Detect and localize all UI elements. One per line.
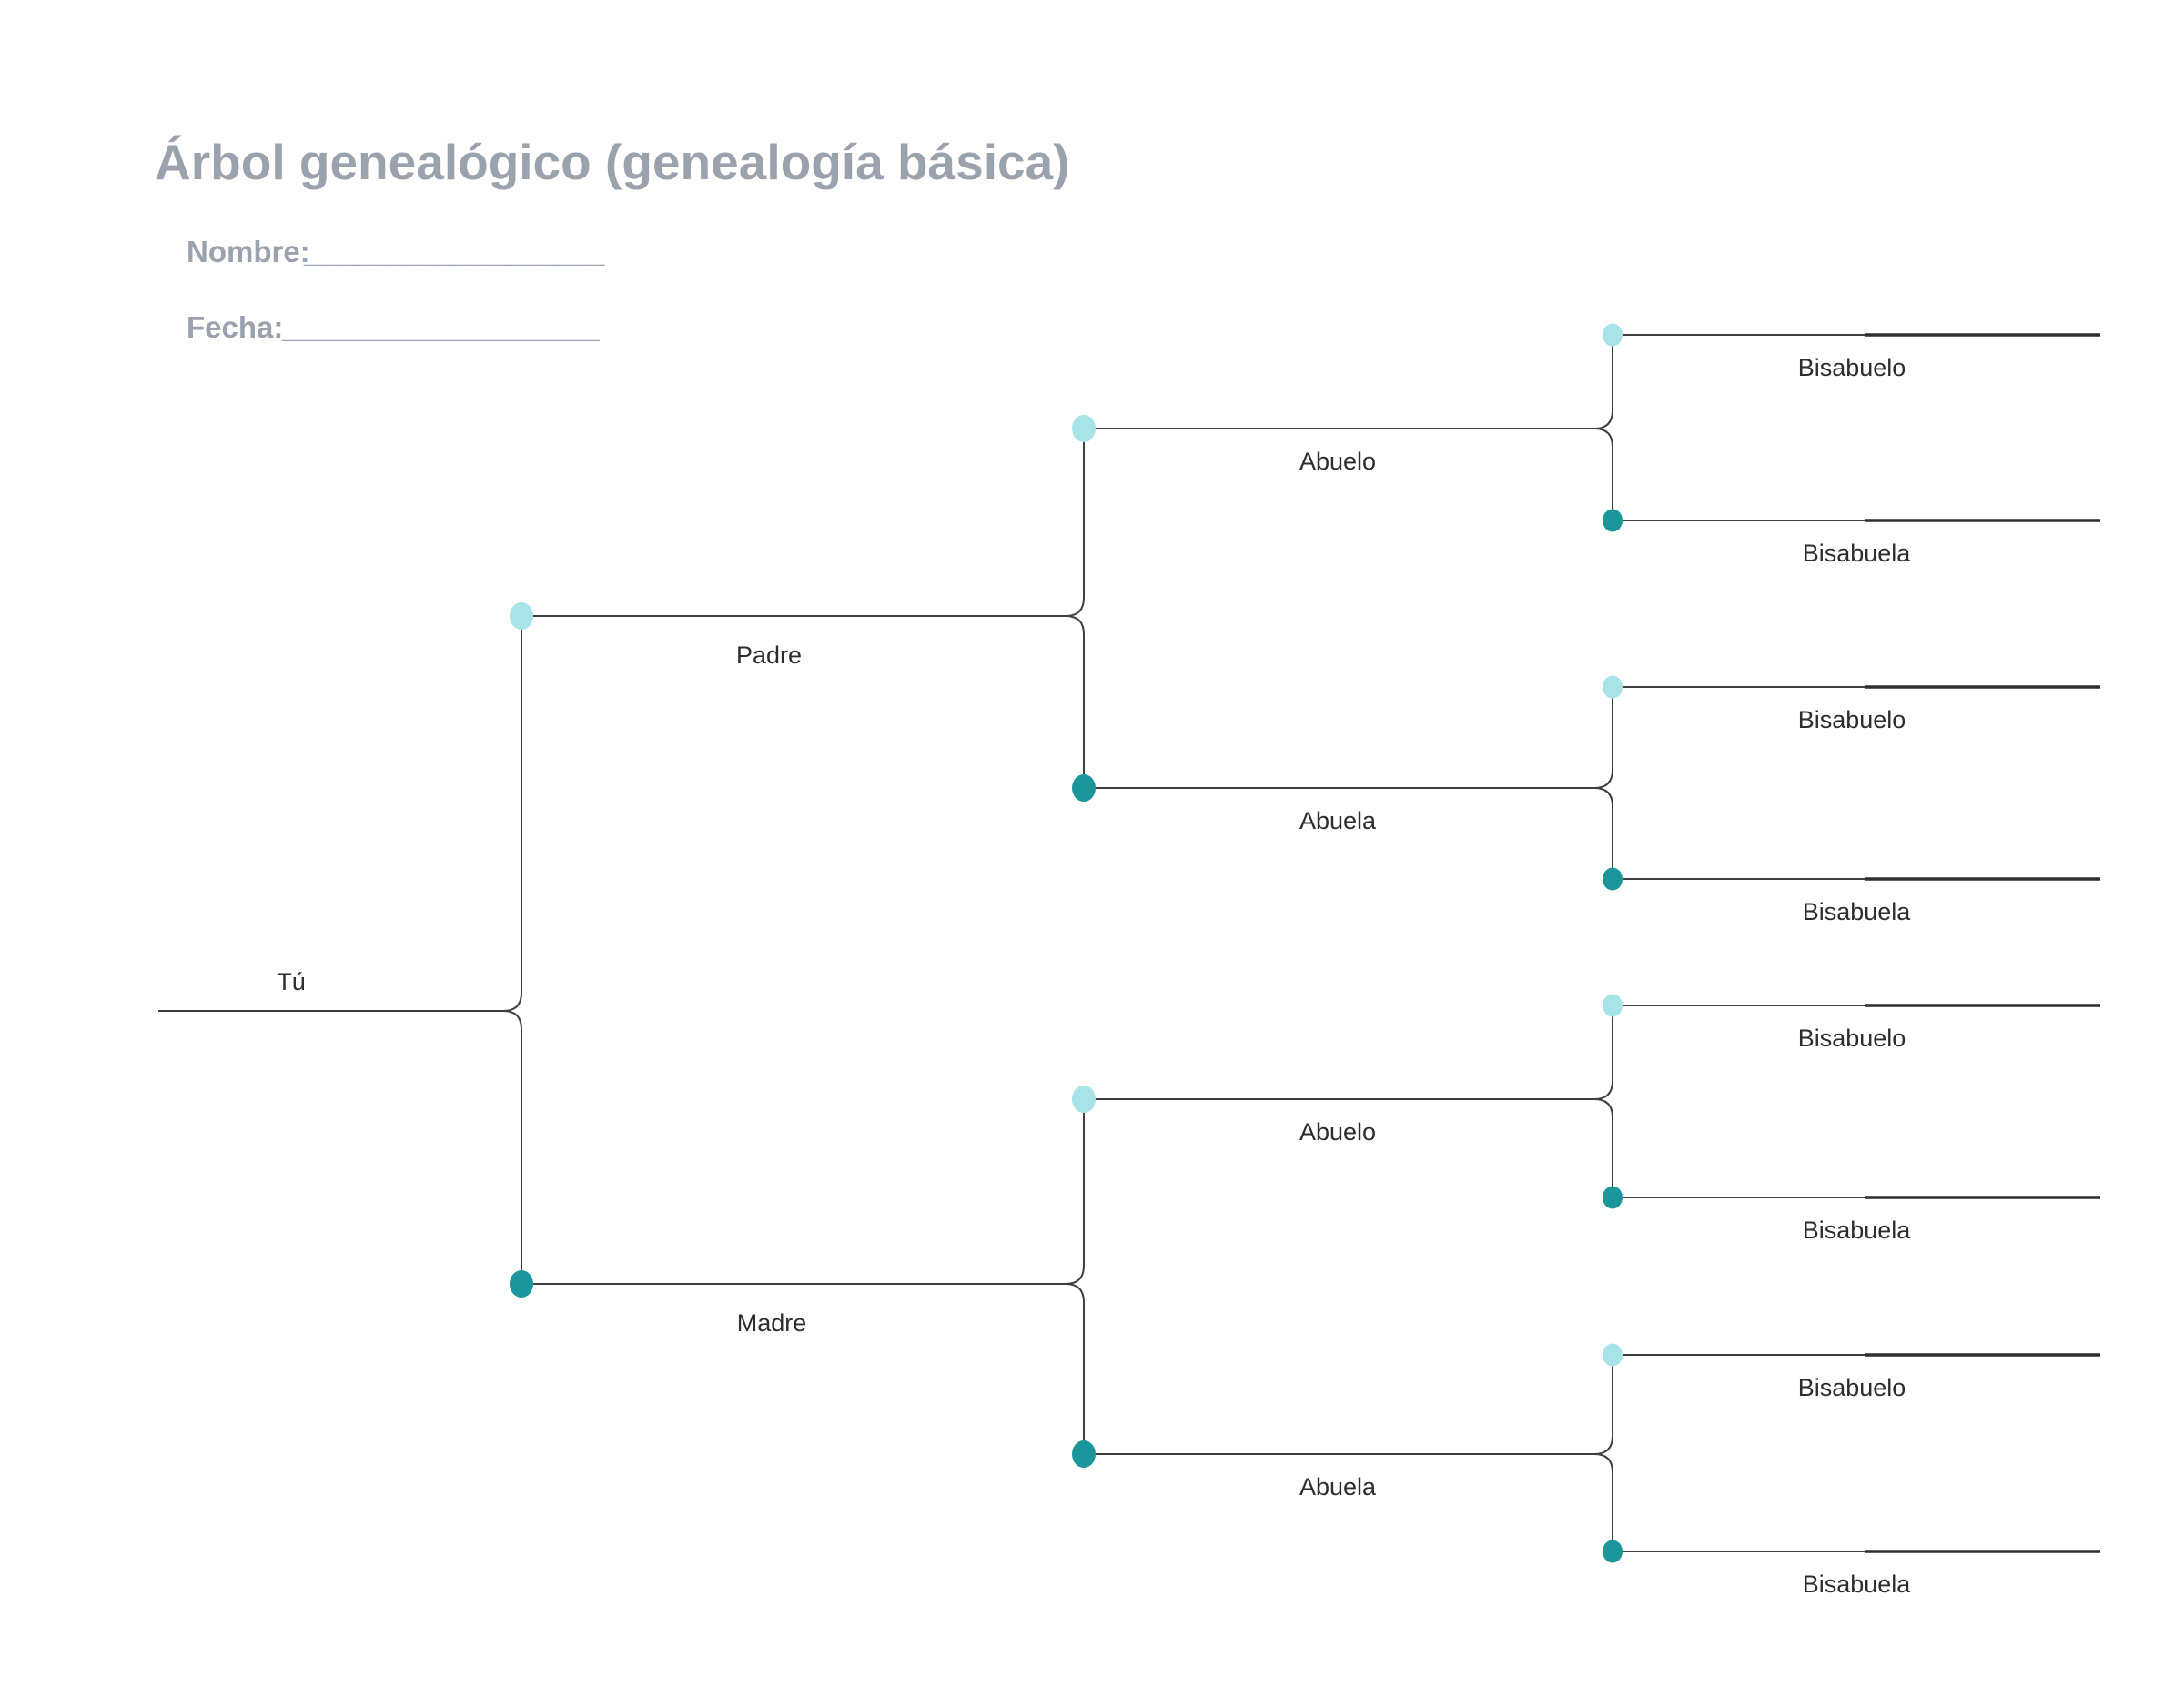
node-paternal-grandmother-label: Abuela: [1299, 807, 1377, 834]
node-great-grandmother-1-circle: [1603, 509, 1623, 532]
node-paternal-grandmother-circle: [1072, 774, 1096, 802]
page-title: Árbol genealógico (genealogía básica): [155, 134, 1070, 190]
node-great-grandmother-4-circle: [1603, 1540, 1623, 1563]
connector-root-to-mother: [158, 1010, 522, 1284]
node-paternal-grandfather-circle: [1072, 415, 1096, 442]
connector-father-to-grandmother: [521, 615, 1085, 788]
node-great-grandfather-1-label: Bisabuelo: [1798, 354, 1906, 381]
connector-grandfather2-to-ggmother: [1084, 1098, 1613, 1197]
connector-mother-to-grandmother: [521, 1283, 1085, 1454]
node-mother-circle: [510, 1270, 533, 1298]
node-father-label: Padre: [736, 641, 802, 669]
connector-grandmother1-to-ggmother: [1084, 787, 1613, 879]
node-maternal-grandfather-circle: [1072, 1086, 1096, 1113]
node-maternal-grandmother-label: Abuela: [1299, 1473, 1377, 1500]
connector-mother-to-grandfather: [521, 1099, 1085, 1285]
connector-father-to-grandfather: [521, 429, 1085, 617]
name-field-blank: __________________: [303, 235, 605, 268]
node-self-label: Tú: [277, 968, 306, 995]
node-great-grandfather-3-label: Bisabuelo: [1798, 1025, 1906, 1052]
connector-grandfather1-to-ggmother: [1084, 428, 1613, 520]
node-great-grandfather-1-circle: [1603, 323, 1623, 347]
connector-grandmother2-to-ggfather: [1084, 1355, 1613, 1455]
connector-root-to-father: [158, 616, 522, 1012]
node-paternal-grandfather-label: Abuelo: [1299, 448, 1376, 475]
connector-grandfather1-to-ggfather: [1084, 335, 1613, 429]
node-mother-label: Madre: [737, 1309, 807, 1337]
node-great-grandfather-4-label: Bisabuelo: [1798, 1374, 1906, 1401]
date-field-label: Fecha:: [187, 310, 283, 344]
node-great-grandmother-2-circle: [1603, 867, 1623, 891]
connector-grandmother2-to-ggmother: [1084, 1453, 1613, 1551]
node-great-grandfather-2-circle: [1603, 675, 1623, 699]
connector-grandfather2-to-ggfather: [1084, 1005, 1613, 1100]
node-great-grandmother-1-label: Bisabuela: [1803, 540, 1912, 567]
connector-grandmother1-to-ggfather: [1084, 687, 1613, 789]
date-field-blank: ___________________: [281, 310, 600, 344]
node-great-grandfather-4-circle: [1603, 1343, 1623, 1367]
node-self-circle: [134, 997, 157, 1025]
node-great-grandmother-2-label: Bisabuela: [1803, 898, 1912, 925]
node-great-grandfather-2-label: Bisabuelo: [1798, 706, 1906, 733]
node-maternal-grandfather-label: Abuelo: [1299, 1118, 1376, 1146]
node-great-grandmother-3-circle: [1603, 1186, 1623, 1209]
node-great-grandmother-4-label: Bisabuela: [1803, 1571, 1912, 1598]
node-great-grandmother-3-label: Bisabuela: [1803, 1217, 1912, 1244]
node-great-grandfather-3-circle: [1603, 994, 1623, 1017]
name-field-label: Nombre:: [187, 235, 310, 268]
node-maternal-grandmother-circle: [1072, 1440, 1096, 1468]
node-father-circle: [510, 602, 533, 630]
